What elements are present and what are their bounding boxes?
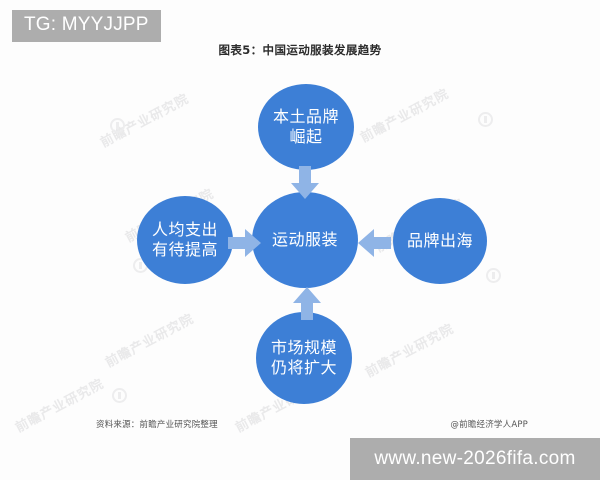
source-note: 资料来源：前瞻产业研究院整理 [96,420,218,430]
url-banner: www.new-2026fifa.com [350,438,600,480]
arrow-down-icon [291,166,319,199]
diagram-node-right[interactable]: 品牌出海 [393,198,487,284]
arrow-left-icon [358,229,391,257]
arrow-right-icon [228,229,261,257]
diagram-node-right-label: 品牌出海 [406,231,473,251]
diagram-node-left-label: 人均支出有待提高 [151,220,218,259]
diagram-node-center[interactable]: 运动服装 [252,192,358,288]
diagram-node-bottom-label: 市场规模仍将扩大 [270,338,337,377]
app-note: @前瞻经济学人APP [450,420,528,430]
diagram-node-top-label: 本土品牌崛起 [272,107,339,146]
diagram-node-top[interactable]: 本土品牌崛起 [258,84,354,170]
arrow-up-icon [293,287,321,320]
tg-badge: TG: MYYJJPP [12,10,161,42]
page-title: 图表5：中国运动服装发展趋势 [218,43,382,57]
diagram-node-center-label: 运动服装 [271,230,338,250]
diagram-node-left[interactable]: 人均支出有待提高 [137,196,233,284]
diagram-node-bottom[interactable]: 市场规模仍将扩大 [256,312,352,404]
